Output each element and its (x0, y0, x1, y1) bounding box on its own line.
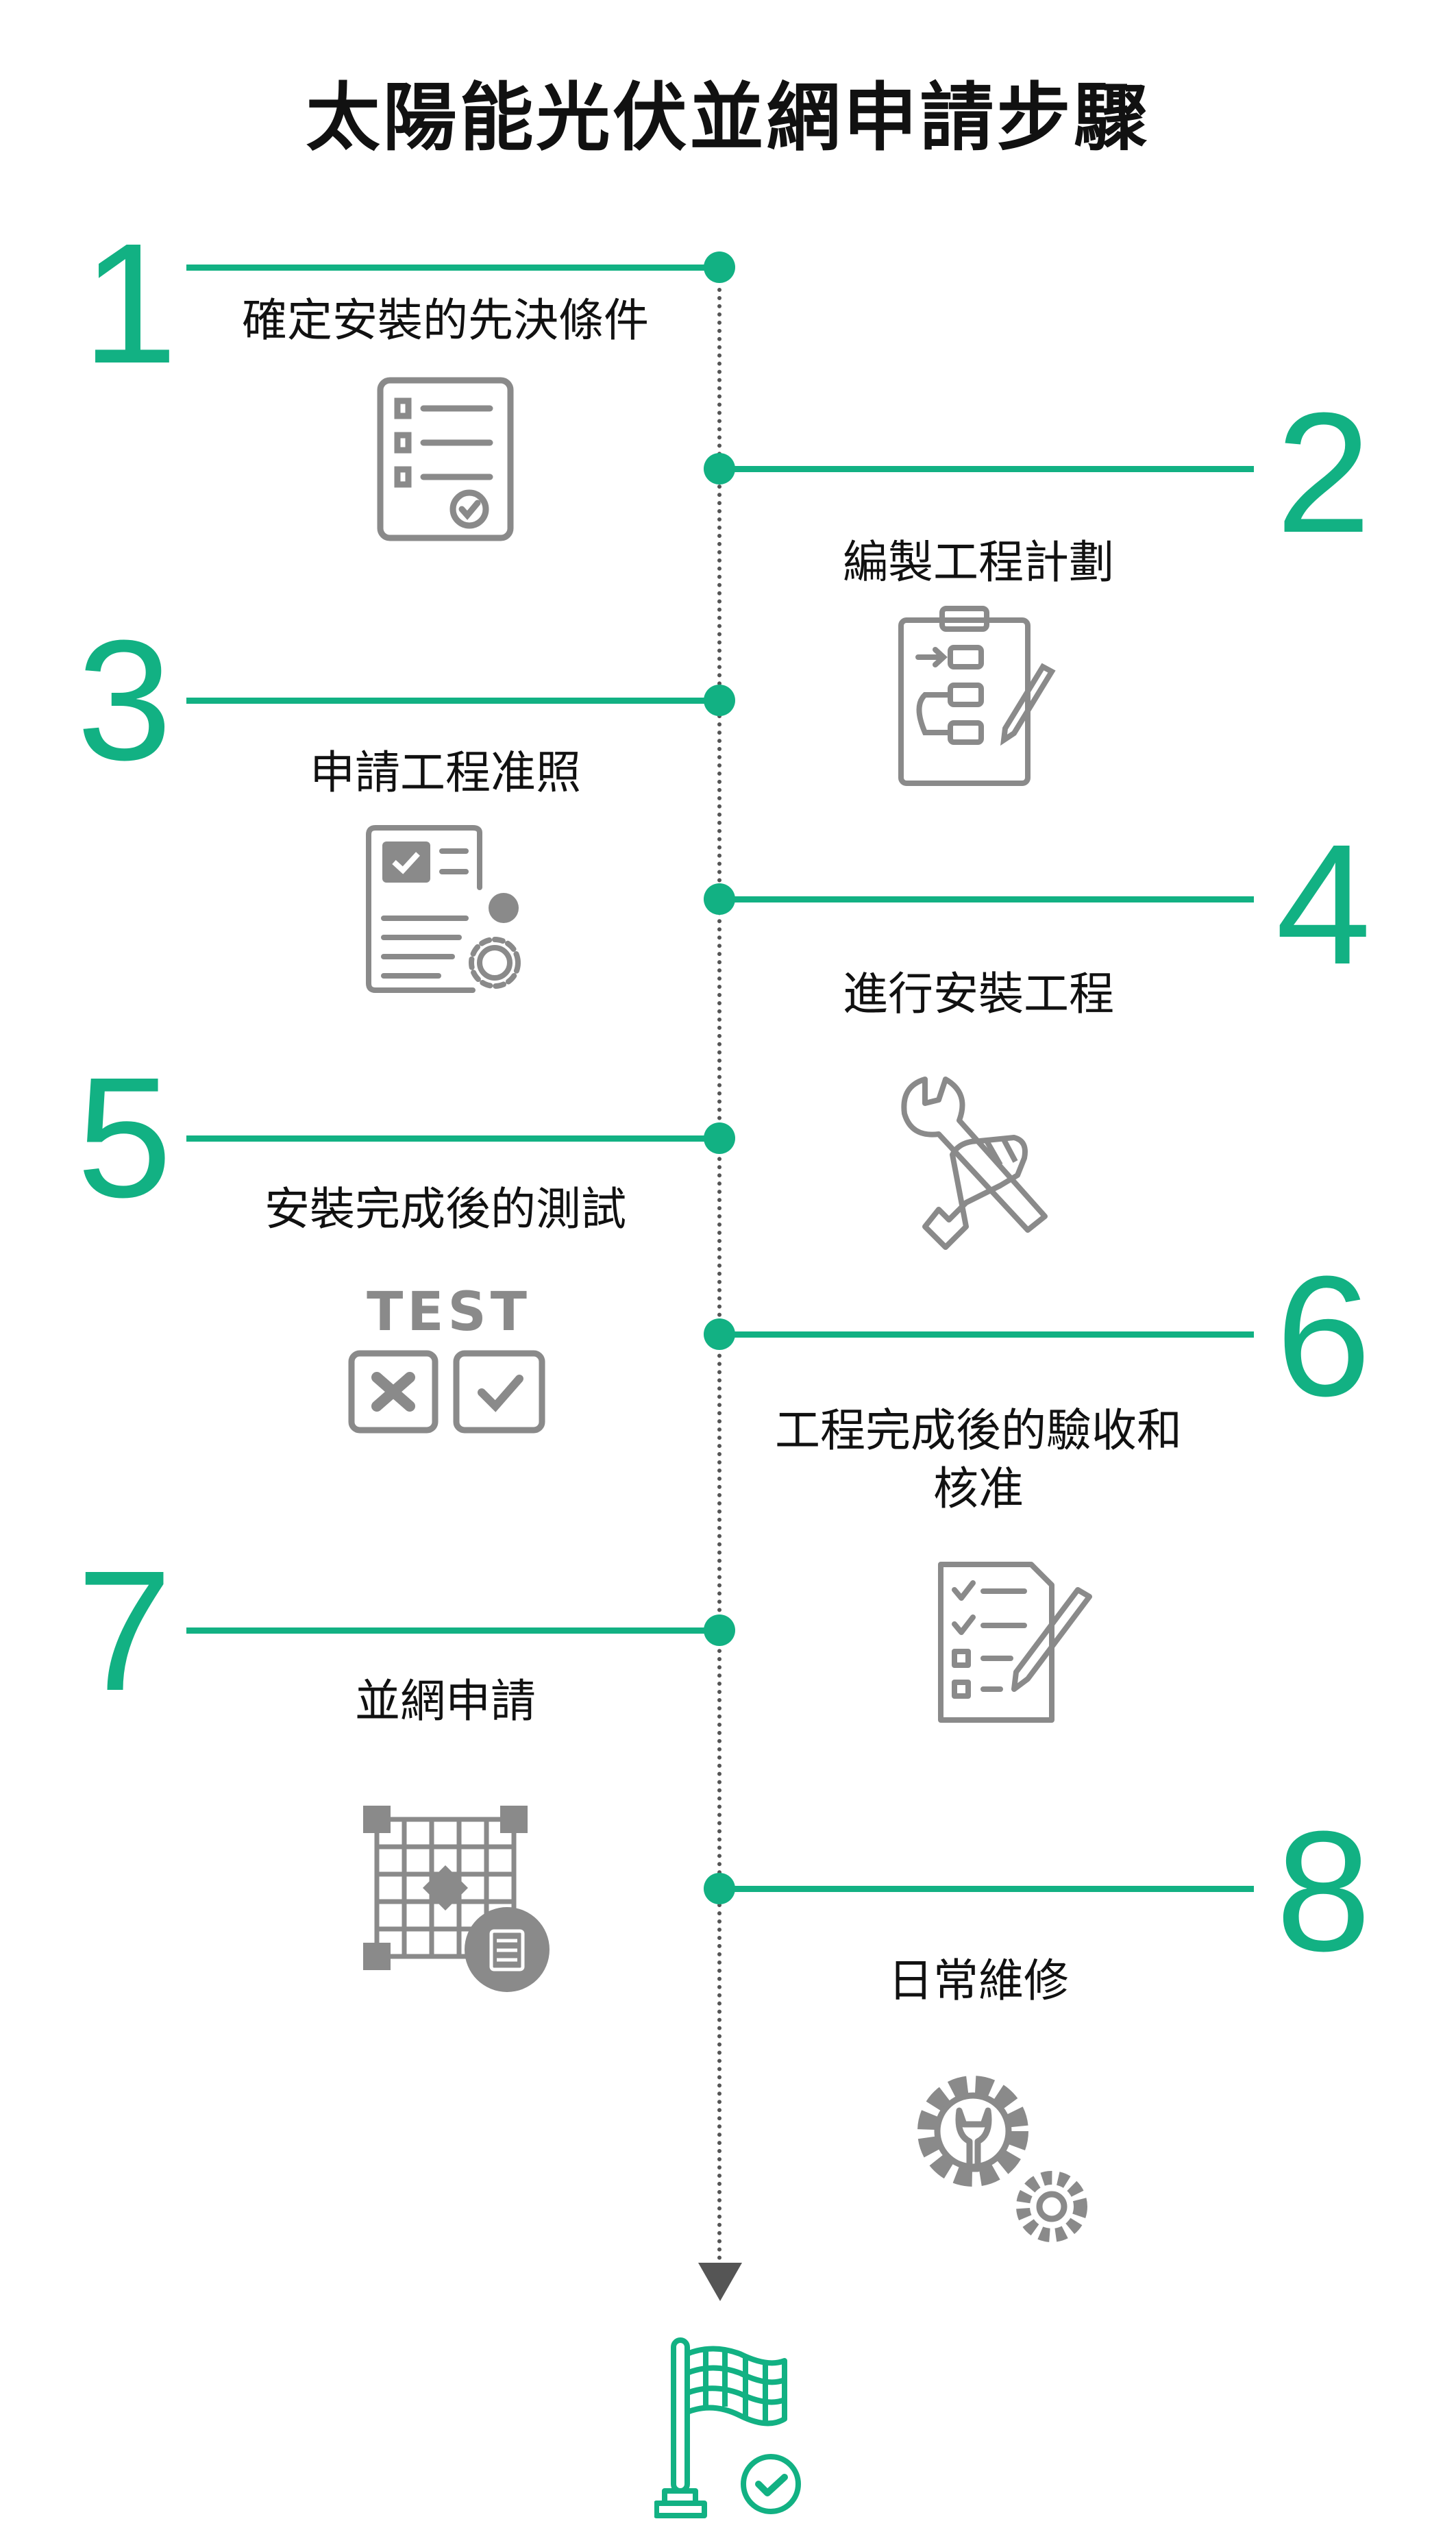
step-6-dot (704, 1318, 735, 1350)
step-5-connector (186, 1135, 714, 1142)
step-4-dot (704, 883, 735, 915)
step-2-label: 編製工程計劃 (843, 536, 1114, 589)
step-8-number: 8 (1276, 1795, 1372, 1987)
step-2-dot (704, 453, 735, 484)
step-8-label: 日常維修 (888, 1954, 1069, 2007)
checklist-icon (377, 377, 514, 541)
step-3-dot (704, 685, 735, 716)
step-3-connector (186, 698, 714, 704)
step-5-number: 5 (77, 1042, 173, 1233)
test-icon (348, 1350, 545, 1434)
step-7-dot (704, 1614, 735, 1646)
step-6-connector (726, 1331, 1254, 1338)
hand-wrench-icon (901, 1077, 1048, 1250)
step-6-label-line2: 核准 (933, 1462, 1024, 1515)
step-6-number: 6 (1276, 1240, 1372, 1432)
test-icon-text: TEST (367, 1281, 531, 1343)
step-3-number: 3 (77, 604, 173, 796)
arrow-down-icon (698, 2263, 742, 2301)
page-title: 太陽能光伏並網申請步驟 (306, 75, 1150, 161)
step-4-label: 進行安裝工程 (843, 968, 1114, 1020)
gears-wrench-icon (917, 2076, 1087, 2242)
step-5-label: 安裝完成後的測試 (264, 1183, 626, 1236)
timeline-dotted-line (717, 288, 721, 2261)
step-3-label: 申請工程准照 (310, 746, 581, 799)
step-7-label: 並網申請 (355, 1675, 536, 1728)
step-4-connector (726, 896, 1254, 902)
step-7-number: 7 (77, 1535, 173, 1726)
grid-document-icon (363, 1806, 550, 1992)
clipboard-flowchart-icon (898, 606, 1056, 786)
step-2-number: 2 (1276, 377, 1372, 568)
finish-flag-icon (654, 2337, 801, 2518)
checklist-pencil-icon (938, 1562, 1092, 1723)
step-8-dot (704, 1873, 735, 1904)
step-1-connector (186, 265, 714, 271)
step-5-dot (704, 1122, 735, 1154)
document-settings-icon (366, 825, 521, 993)
step-1-number: 1 (82, 208, 178, 399)
step-7-connector (186, 1627, 714, 1634)
step-4-number: 4 (1276, 809, 1372, 1000)
step-6-label: 工程完成後的驗收和 (775, 1404, 1182, 1457)
step-2-connector (726, 466, 1254, 472)
step-1-label: 確定安裝的先決條件 (242, 294, 649, 347)
step-8-connector (726, 1886, 1254, 1892)
step-1-dot (704, 251, 735, 283)
